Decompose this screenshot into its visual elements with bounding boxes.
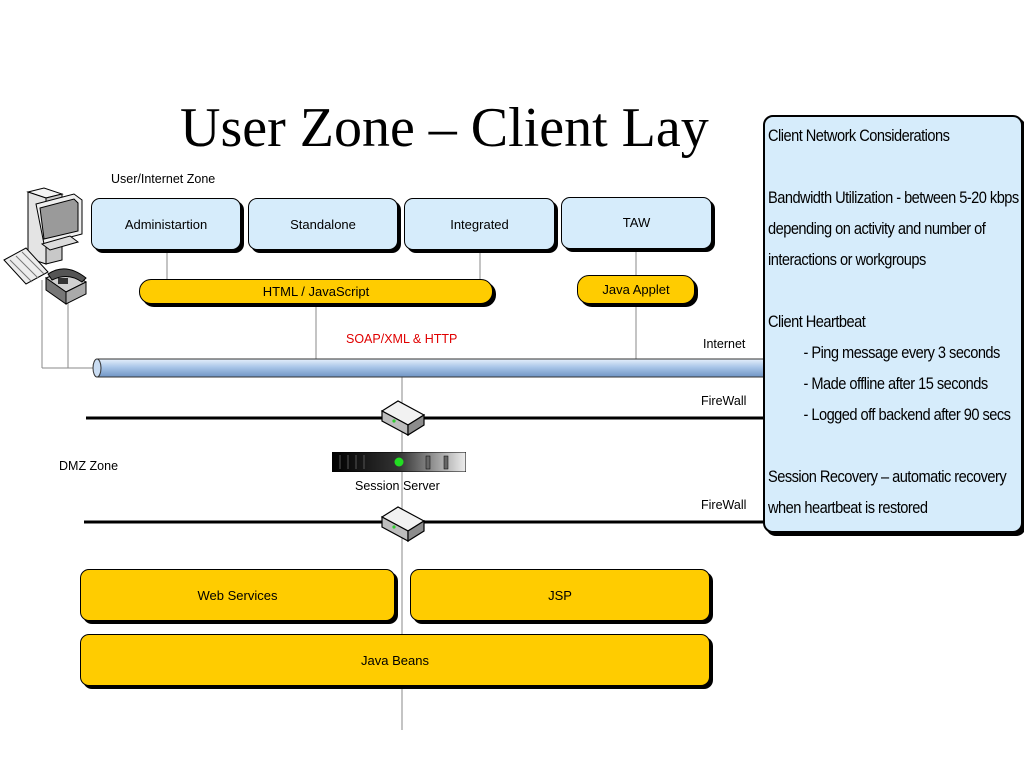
- java-applet-bar: Java Applet: [577, 275, 695, 304]
- server-rack-icon: [332, 452, 466, 472]
- client-network-callout: Client Network Considerations Bandwidth …: [763, 115, 1023, 533]
- callout-heartbeat-item: - Made offline after 15 seconds: [803, 375, 988, 393]
- internet-pipe: [92, 358, 766, 378]
- router-icon: [380, 400, 426, 437]
- page-title: User Zone – Client Lay: [180, 97, 709, 159]
- callout-recovery-line: when heartbeat is restored: [768, 499, 928, 517]
- callout-bandwidth-line: interactions or workgroups: [768, 251, 926, 269]
- router-icon: [380, 506, 426, 543]
- internet-label: Internet: [703, 337, 746, 351]
- java-beans-label: Java Beans: [361, 652, 429, 668]
- firewall-label-upper: FireWall: [701, 394, 747, 408]
- client-module-standalone: Standalone: [248, 198, 398, 250]
- user-zone-label: User/Internet Zone: [111, 172, 216, 186]
- protocol-label: SOAP/XML & HTTP: [346, 332, 458, 346]
- callout-bandwidth-line: Bandwidth Utilization - between 5-20 kbp…: [768, 189, 1019, 207]
- html-javascript-label: HTML / JavaScript: [262, 284, 370, 299]
- jsp-label: JSP: [548, 587, 572, 603]
- client-module-integrated: Integrated: [404, 198, 555, 250]
- web-services-label: Web Services: [197, 587, 278, 603]
- client-module-administration: Administartion: [91, 198, 241, 250]
- telephone-icon: [44, 268, 88, 305]
- client-module-label: Administartion: [124, 216, 208, 232]
- client-module-label: Standalone: [290, 216, 356, 232]
- callout-bandwidth-line: depending on activity and number of: [768, 220, 986, 238]
- firewall-label-lower: FireWall: [701, 498, 747, 512]
- keyboard-icon: [3, 247, 49, 285]
- callout-recovery-line: Session Recovery – automatic recovery: [768, 468, 1007, 486]
- client-module-taw: TAW: [561, 197, 712, 249]
- computer-icon: [3, 187, 88, 305]
- callout-heartbeat-heading: Client Heartbeat: [768, 313, 866, 331]
- callout-heartbeat-item: - Ping message every 3 seconds: [803, 344, 1000, 362]
- html-javascript-bar: HTML / JavaScript: [139, 279, 493, 304]
- java-beans-box: Java Beans: [80, 634, 710, 686]
- jsp-box: JSP: [410, 569, 710, 621]
- callout-heartbeat-item: - Logged off backend after 90 secs: [803, 406, 1011, 424]
- session-server-label: Session Server: [355, 479, 440, 493]
- client-module-label: Integrated: [450, 216, 509, 232]
- web-services-box: Web Services: [80, 569, 395, 621]
- callout-heading: Client Network Considerations: [768, 127, 950, 145]
- java-applet-label: Java Applet: [602, 282, 670, 297]
- client-module-label: TAW: [622, 215, 651, 230]
- dmz-zone-label: DMZ Zone: [59, 459, 119, 473]
